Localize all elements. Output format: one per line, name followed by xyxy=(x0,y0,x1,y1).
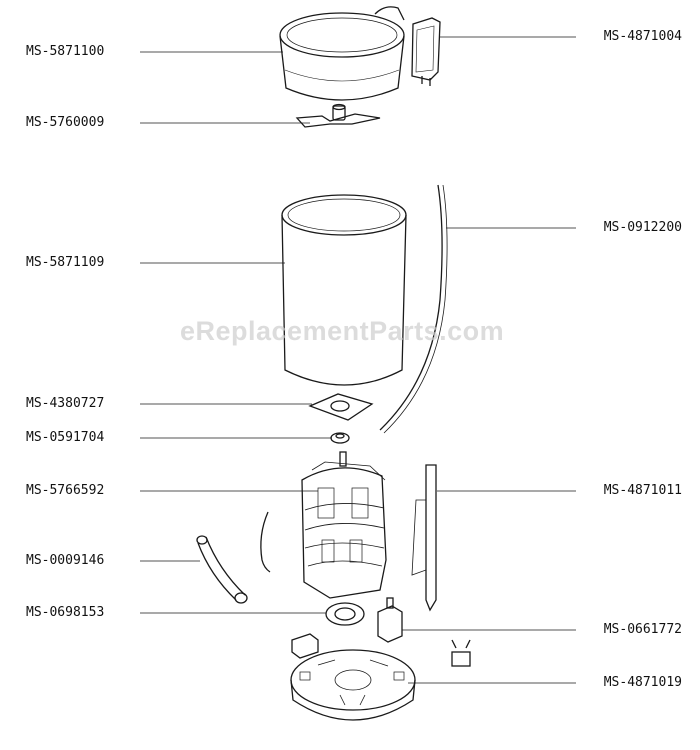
capacitor-part xyxy=(451,639,471,667)
part-label-ms-0009146[interactable]: MS-0009146 xyxy=(26,553,105,568)
part-label-ms-4871011[interactable]: MS-4871011 xyxy=(603,483,682,498)
cap-part xyxy=(411,17,441,86)
housing-sleeve-part xyxy=(281,194,407,386)
part-label-ms-4871004[interactable]: MS-4871004 xyxy=(603,29,682,44)
part-label-ms-0912200[interactable]: MS-0912200 xyxy=(603,220,682,235)
leader-lines xyxy=(140,36,576,684)
bowl-part xyxy=(279,6,405,101)
wire-part xyxy=(260,511,271,573)
bracket-part xyxy=(411,464,437,612)
part-label-ms-4871019[interactable]: MS-4871019 xyxy=(603,675,682,690)
motor-part xyxy=(301,451,387,599)
gasket-plate-part xyxy=(308,393,374,421)
part-label-ms-5871100[interactable]: MS-5871100 xyxy=(26,44,105,59)
nut-part xyxy=(330,432,350,444)
part-label-ms-0591704[interactable]: MS-0591704 xyxy=(26,430,105,445)
seal-ring-part xyxy=(325,602,365,626)
part-label-ms-5871109[interactable]: MS-5871109 xyxy=(26,255,105,270)
base-part xyxy=(290,649,416,721)
part-label-ms-5766592[interactable]: MS-5766592 xyxy=(26,483,105,498)
blade-part xyxy=(295,103,381,128)
part-label-ms-0698153[interactable]: MS-0698153 xyxy=(26,605,105,620)
part-label-ms-0661772[interactable]: MS-0661772 xyxy=(603,622,682,637)
part-label-ms-5760009[interactable]: MS-5760009 xyxy=(26,115,105,130)
part-label-ms-4380727[interactable]: MS-4380727 xyxy=(26,396,105,411)
watermark-text: eReplacementParts.com xyxy=(180,316,505,346)
cord-part xyxy=(379,184,448,434)
switch-part xyxy=(377,597,403,643)
hose-part xyxy=(196,535,248,604)
connector-part xyxy=(291,633,319,659)
